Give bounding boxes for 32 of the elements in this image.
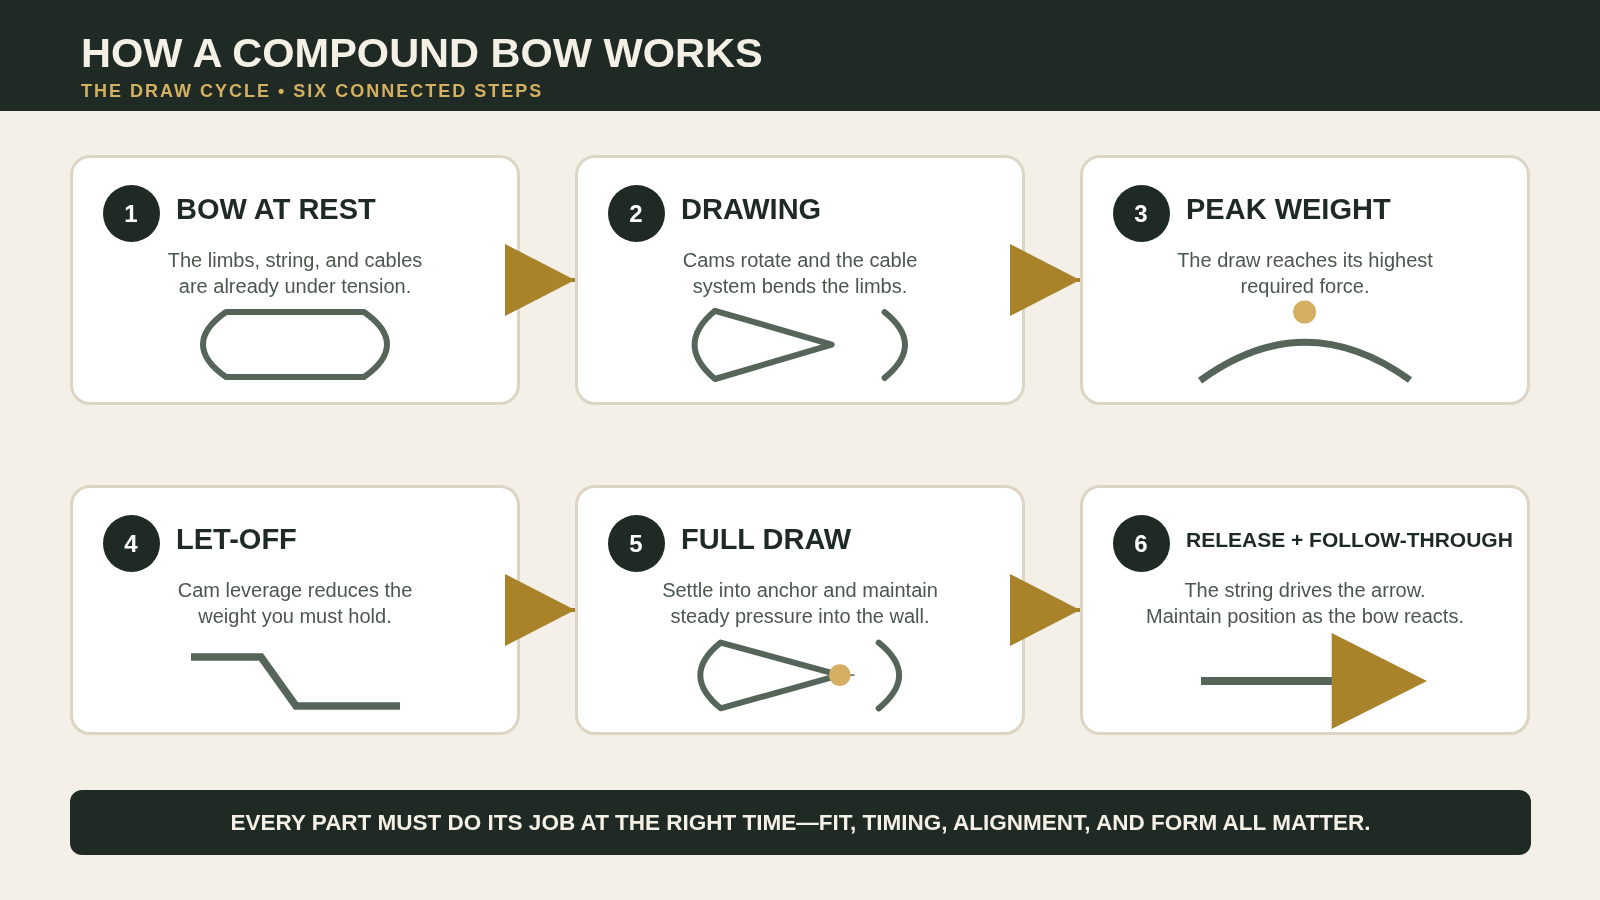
step-description: Cam leverage reduces the weight you must hold. (176, 578, 414, 629)
footer-banner (70, 790, 1531, 855)
connector-arrow (505, 574, 575, 646)
step-card (1080, 485, 1530, 735)
step-description: The draw reaches its highest required force. (1176, 248, 1434, 299)
step-title: PEAK WEIGHT (1186, 192, 1391, 227)
step-description: Settle into anchor and maintain steady pressure into the wall. (661, 578, 939, 629)
connector-arrow (1010, 574, 1080, 646)
step-card (575, 155, 1025, 405)
step-title: FULL DRAW (681, 522, 852, 557)
subtitle: THE DRAW CYCLE • SIX CONNECTED STEPS (81, 80, 544, 103)
step-number-circle: 5 (607, 515, 665, 572)
connector-arrow (505, 244, 575, 316)
step-title: DRAWING (681, 192, 822, 227)
step-title: BOW AT REST (176, 192, 376, 227)
step-description: The string drives the arrow. Maintain position as the bow reacts. (1145, 578, 1465, 629)
footer-note: EVERY PART MUST DO ITS JOB AT THE RIGHT TIME—FIT, TIMING, ALIGNMENT, AND FORM ALL MATTER. (230, 809, 1371, 836)
step-number-circle: 2 (607, 185, 665, 242)
step-card (575, 485, 1025, 735)
step-title: LET-OFF (176, 522, 297, 557)
step-card (1080, 155, 1530, 405)
step-title: RELEASE + FOLLOW-THROUGH (1186, 526, 1513, 553)
step-description: The limbs, string, and cables are already under tension. (166, 248, 424, 299)
step-number-circle: 3 (1112, 185, 1170, 242)
step-card (70, 155, 520, 405)
step-number-circle: 1 (102, 185, 160, 242)
step-number-circle: 6 (1112, 515, 1170, 572)
step-card (70, 485, 520, 735)
step-description: Cams rotate and the cable system bends the limbs. (681, 248, 919, 299)
step-number-circle: 4 (102, 515, 160, 572)
connector-arrow (1010, 244, 1080, 316)
diagram-title: HOW A COMPOUND BOW WORKS (81, 29, 763, 77)
